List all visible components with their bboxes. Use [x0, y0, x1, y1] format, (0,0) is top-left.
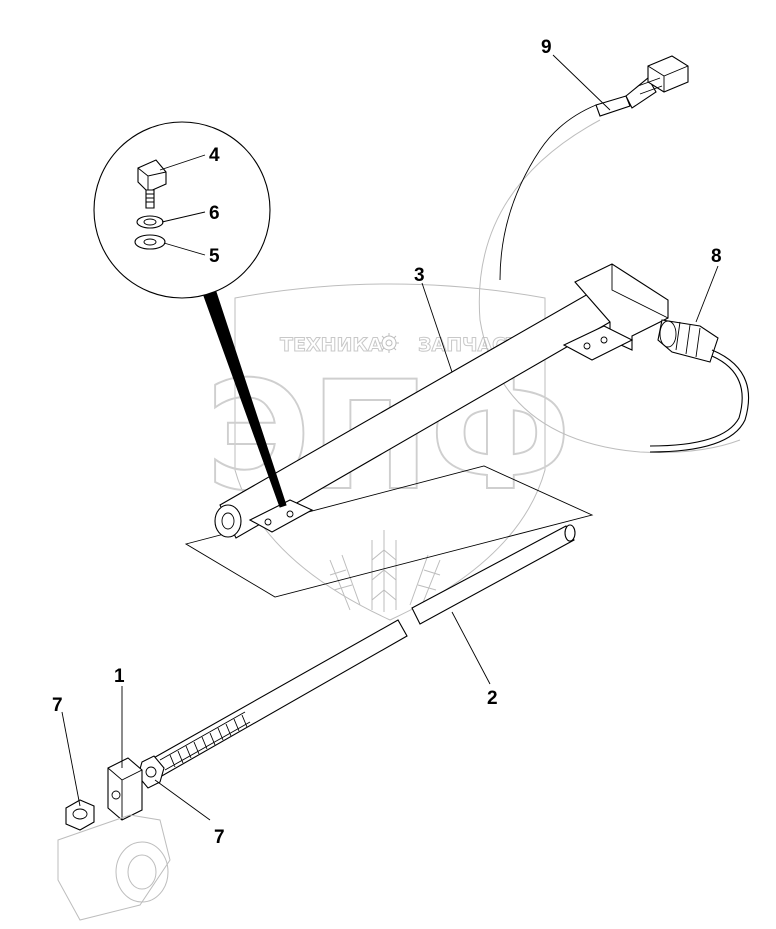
block-part — [107, 757, 143, 821]
leader-2 — [451, 611, 491, 685]
leader-4 — [159, 154, 206, 171]
rod-assembly — [137, 524, 576, 789]
sensor-cable-assembly — [649, 319, 750, 453]
callout-2: 2 — [487, 688, 498, 709]
callout-labels: 1 2 3 4 6 5 7 7 8 9 — [52, 37, 722, 848]
leader-5 — [163, 242, 206, 256]
leader-3 — [421, 282, 453, 373]
callout-9: 9 — [541, 37, 552, 58]
gear-icon — [379, 333, 399, 353]
leader-9 — [552, 54, 611, 111]
callout-5: 5 — [209, 246, 220, 267]
callout-7-left: 7 — [52, 695, 63, 716]
watermark-wheat-icon — [329, 530, 441, 612]
callout-3: 3 — [414, 265, 425, 286]
leader-6 — [161, 211, 206, 223]
nut-left — [65, 799, 95, 831]
leader-7b — [154, 779, 211, 821]
watermark-shield — [234, 283, 546, 621]
detail-callout — [93, 121, 287, 508]
callout-6: 6 — [209, 203, 220, 224]
watermark-brand-left: ТЕХНИКА — [280, 334, 383, 356]
callout-4: 4 — [209, 145, 220, 166]
mounting-plane — [184, 465, 594, 598]
callout-7-right: 7 — [214, 827, 225, 848]
leader-8 — [695, 265, 719, 323]
connector-harness — [499, 55, 689, 281]
callout-8: 8 — [711, 246, 722, 267]
leader-7a — [61, 711, 81, 807]
tube-assembly — [214, 263, 669, 539]
detail-pointer — [203, 291, 287, 508]
watermark-arc — [478, 119, 741, 453]
leader-lines — [61, 54, 719, 821]
callout-1: 1 — [114, 666, 125, 687]
ghost-roller — [57, 814, 171, 921]
